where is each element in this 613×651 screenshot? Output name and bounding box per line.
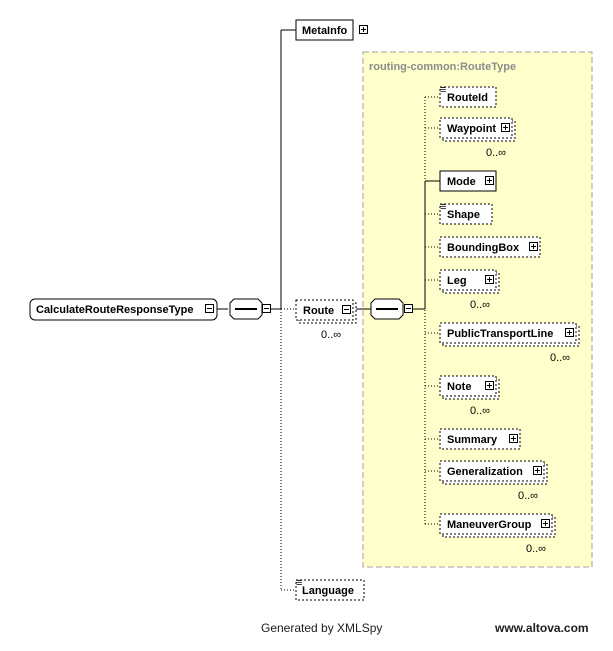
occurs-label: 0..∞: [321, 329, 341, 341]
root-sequence-compositor[interactable]: [229, 298, 271, 320]
root-element-node[interactable]: CalculateRouteResponseType: [29, 298, 218, 321]
expand-icon[interactable]: [533, 466, 542, 475]
route-element-note[interactable]: Note 0..∞: [425, 375, 500, 417]
occurs-label: 0..∞: [518, 490, 538, 502]
expand-icon[interactable]: [485, 381, 494, 390]
element-label: Waypoint: [447, 123, 496, 135]
route-element-shape[interactable]: ≡Shape: [425, 201, 493, 225]
route-element-maneuvergroup[interactable]: ManeuverGroup 0..∞: [425, 513, 556, 555]
route-sequence-compositor[interactable]: [370, 298, 413, 320]
occurs-label: 0..∞: [470, 405, 490, 417]
route-element-waypoint[interactable]: Waypoint 0..∞: [425, 117, 516, 159]
element-label: ManeuverGroup: [447, 519, 532, 531]
expand-icon[interactable]: [359, 25, 368, 34]
child-element-metainfo[interactable]: MetaInfo: [295, 19, 368, 41]
route-element-routeid[interactable]: ≡RouteId: [425, 84, 497, 108]
expand-icon[interactable]: [485, 275, 494, 284]
element-box: [439, 117, 513, 139]
annotation-icon: ≡: [296, 577, 302, 589]
element-box: [439, 428, 521, 450]
occurs-label: 0..∞: [550, 352, 570, 364]
expand-icon[interactable]: [485, 176, 494, 185]
element-label: Generalization: [447, 466, 523, 478]
route-element-publictransportline[interactable]: PublicTransportLine 0..∞: [425, 322, 580, 364]
route-element-boundingbox[interactable]: BoundingBox: [425, 236, 541, 258]
element-box: [439, 203, 493, 225]
expand-icon[interactable]: [541, 519, 550, 528]
element-box: [439, 236, 541, 258]
child-element-language[interactable]: ≡ Language: [295, 577, 365, 601]
element-label: Shape: [447, 209, 480, 221]
annotation-icon: ≡: [440, 201, 446, 213]
element-box: [439, 86, 497, 108]
collapse-icon[interactable]: [342, 305, 351, 314]
generated-by-label: Generated by XMLSpy: [261, 621, 382, 635]
altova-site-label: www.altova.com: [494, 621, 589, 635]
element-label: Mode: [447, 176, 476, 188]
element-label: MetaInfo: [302, 25, 348, 37]
element-label: Note: [447, 381, 471, 393]
expand-icon[interactable]: [509, 434, 518, 443]
occurs-label: 0..∞: [470, 299, 490, 311]
element-box: [439, 375, 497, 397]
element-label: PublicTransportLine: [447, 328, 553, 340]
element-box: [439, 170, 497, 192]
collapse-icon[interactable]: [262, 304, 271, 313]
annotation-icon: ≡: [440, 84, 446, 96]
expand-icon[interactable]: [529, 242, 538, 251]
route-type-name: routing-common:RouteType: [369, 61, 516, 73]
element-label: Route: [303, 305, 334, 317]
element-box: [439, 322, 577, 344]
expand-icon[interactable]: [565, 328, 574, 337]
element-label: Summary: [447, 434, 498, 446]
element-box: [439, 513, 553, 535]
collapse-icon[interactable]: [404, 304, 413, 313]
root-element-label: CalculateRouteResponseType: [36, 304, 194, 316]
route-element-generalization[interactable]: Generalization 0..∞: [425, 460, 548, 502]
occurs-label: 0..∞: [526, 543, 546, 555]
connector-lines: [217, 29, 426, 591]
expand-icon[interactable]: [501, 123, 510, 132]
element-label: RouteId: [447, 92, 488, 104]
child-element-route[interactable]: Route 0..∞: [295, 299, 357, 341]
occurs-label: 0..∞: [486, 147, 506, 159]
element-label: Language: [302, 585, 354, 597]
route-element-mode[interactable]: Mode: [425, 170, 497, 192]
collapse-icon[interactable]: [205, 304, 214, 313]
route-element-summary[interactable]: Summary: [425, 428, 521, 450]
element-box: [439, 269, 497, 291]
element-label: Leg: [447, 275, 467, 287]
element-label: BoundingBox: [447, 242, 520, 254]
element-box: [439, 460, 545, 482]
